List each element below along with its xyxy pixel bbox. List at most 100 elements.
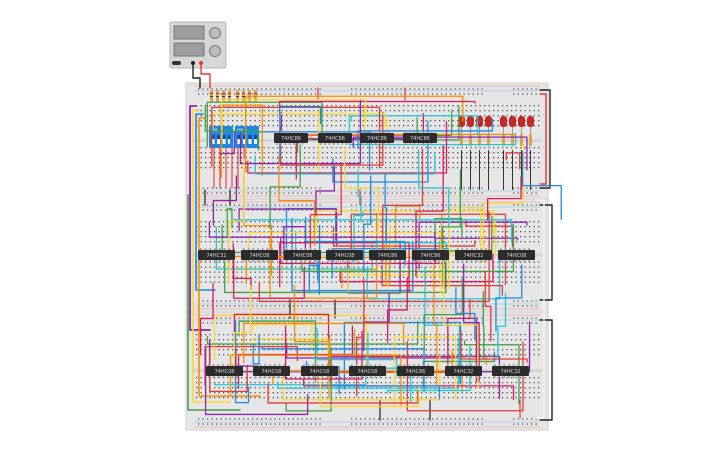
- dip-switch-toggle[interactable]: [254, 135, 257, 144]
- jumper-wire: [252, 323, 313, 351]
- ic-chip-body[interactable]: [198, 250, 235, 260]
- ic-chip[interactable]: 74HC86: [397, 364, 434, 378]
- jumper-wire: [206, 320, 419, 345]
- jumper-wire: [243, 322, 405, 364]
- ic-chip[interactable]: 74HC86: [403, 131, 437, 145]
- ic-chip-label: 74HC86: [410, 136, 430, 142]
- ic-chip-body[interactable]: [284, 250, 321, 260]
- jumper-wire: [213, 315, 368, 371]
- ic-chip-body[interactable]: [253, 366, 290, 376]
- dip-switch-toggle[interactable]: [222, 135, 226, 144]
- ic-chip[interactable]: 74HC32: [455, 248, 492, 262]
- ic-chip-body[interactable]: [326, 250, 363, 260]
- ic-chip[interactable]: 74HC08: [253, 364, 290, 378]
- ic-chip-body[interactable]: [349, 366, 386, 376]
- led-body[interactable]: [485, 116, 492, 127]
- ic-chip[interactable]: 74HC08: [498, 248, 535, 262]
- ic-chip-body[interactable]: [492, 366, 529, 376]
- jumper-wire: [317, 264, 320, 295]
- dip-switch-toggle[interactable]: [248, 135, 252, 144]
- dip-switch-toggle[interactable]: [243, 135, 246, 144]
- jumper-wire: [192, 109, 231, 403]
- power-supply[interactable]: [169, 21, 227, 69]
- jumper-wire: [367, 332, 412, 403]
- dip-switch-toggle[interactable]: [211, 135, 215, 144]
- ic-chip[interactable]: 74HC08: [206, 364, 243, 378]
- ic-chip[interactable]: 74HC08: [301, 364, 338, 378]
- led-body[interactable]: [527, 116, 534, 127]
- ic-chip-body[interactable]: [318, 133, 352, 143]
- ic-chip[interactable]: 74HC08: [349, 364, 386, 378]
- ic-chip[interactable]: 74HC86: [360, 131, 394, 145]
- ic-chip[interactable]: 74HC86: [369, 248, 406, 262]
- jumper-wire: [357, 118, 493, 149]
- ic-chip-label: 74HC86: [281, 136, 301, 142]
- ic-chip[interactable]: 74HC32: [492, 364, 529, 378]
- jumper-wire: [252, 338, 329, 354]
- psu-current-knob[interactable]: [209, 45, 221, 57]
- ic-chip-label: 74HC08: [262, 369, 282, 375]
- jumper-wire: [308, 224, 321, 290]
- led-body[interactable]: [467, 116, 474, 127]
- jumper-wire: [187, 194, 241, 411]
- ic-chip-body[interactable]: [445, 366, 482, 376]
- ic-chip-label: 74HC08: [310, 369, 330, 375]
- jumper-wire: [463, 263, 480, 382]
- ic-chip-label: 74HC86: [406, 369, 426, 375]
- jumper-wire: [212, 175, 238, 226]
- jumper-wire: [497, 292, 507, 361]
- jumper-wire: [252, 334, 260, 365]
- ic-chip-label: 74HC86: [421, 253, 441, 259]
- jumper-wire: [418, 149, 450, 227]
- dip-switch-toggle[interactable]: [217, 135, 220, 144]
- ic-chip-body[interactable]: [369, 250, 406, 260]
- led-body[interactable]: [509, 116, 516, 127]
- jumper-wire: [233, 285, 252, 381]
- ic-chip-body[interactable]: [274, 133, 308, 143]
- led-body[interactable]: [518, 116, 525, 127]
- jumper-wire: [233, 247, 305, 299]
- ic-chip-body[interactable]: [412, 250, 449, 260]
- ic-chip-body[interactable]: [301, 366, 338, 376]
- ic-chip-body[interactable]: [360, 133, 394, 143]
- jumper-wire: [204, 347, 309, 416]
- ic-chip[interactable]: 74HC32: [198, 248, 235, 262]
- jumper-wire: [328, 334, 463, 393]
- ic-chip-body[interactable]: [241, 250, 278, 260]
- jumper-wire: [352, 136, 528, 171]
- jumper-wire: [233, 218, 513, 243]
- dip-switch-toggle[interactable]: [237, 135, 241, 144]
- jumper-wire: [199, 282, 214, 355]
- ic-chip[interactable]: 74HC08: [241, 248, 278, 262]
- ic-chip[interactable]: 74HC86: [318, 131, 352, 145]
- jumper-wire: [353, 211, 364, 265]
- ic-chip-body[interactable]: [498, 250, 535, 260]
- jumper-wire: [535, 199, 545, 419]
- jumper-wire: [487, 176, 522, 221]
- ic-chip[interactable]: 74HC08: [326, 248, 363, 262]
- psu-voltage-knob[interactable]: [209, 27, 221, 39]
- ic-chips: 74HC86 74HC86 74HC86 74HC86 74HC32 74HC08 74HC…: [198, 131, 535, 378]
- ic-chip-label: 74HC86: [367, 136, 387, 142]
- led[interactable]: [527, 116, 534, 146]
- led-body[interactable]: [500, 116, 507, 127]
- dip-switch[interactable]: ON: [235, 126, 259, 148]
- jumper-wire: [460, 329, 528, 363]
- ic-chip[interactable]: 74HC86: [274, 131, 308, 145]
- jumper-wire: [279, 242, 410, 293]
- dip-switch-toggle[interactable]: [228, 135, 231, 144]
- jumper-wire: [267, 383, 419, 404]
- ic-chip-body[interactable]: [397, 366, 434, 376]
- jumper-wire: [318, 105, 320, 175]
- ic-chip[interactable]: 74HC08: [284, 248, 321, 262]
- jumper-wire: [219, 132, 235, 156]
- ic-chip-body[interactable]: [403, 133, 437, 143]
- ic-chip[interactable]: 74HC86: [412, 248, 449, 262]
- ic-chip[interactable]: 74HC32: [445, 364, 482, 378]
- psu-power-switch[interactable]: [172, 61, 181, 65]
- ic-chip-body[interactable]: [455, 250, 492, 260]
- center-channel: [192, 253, 542, 257]
- ic-chip-body[interactable]: [206, 366, 243, 376]
